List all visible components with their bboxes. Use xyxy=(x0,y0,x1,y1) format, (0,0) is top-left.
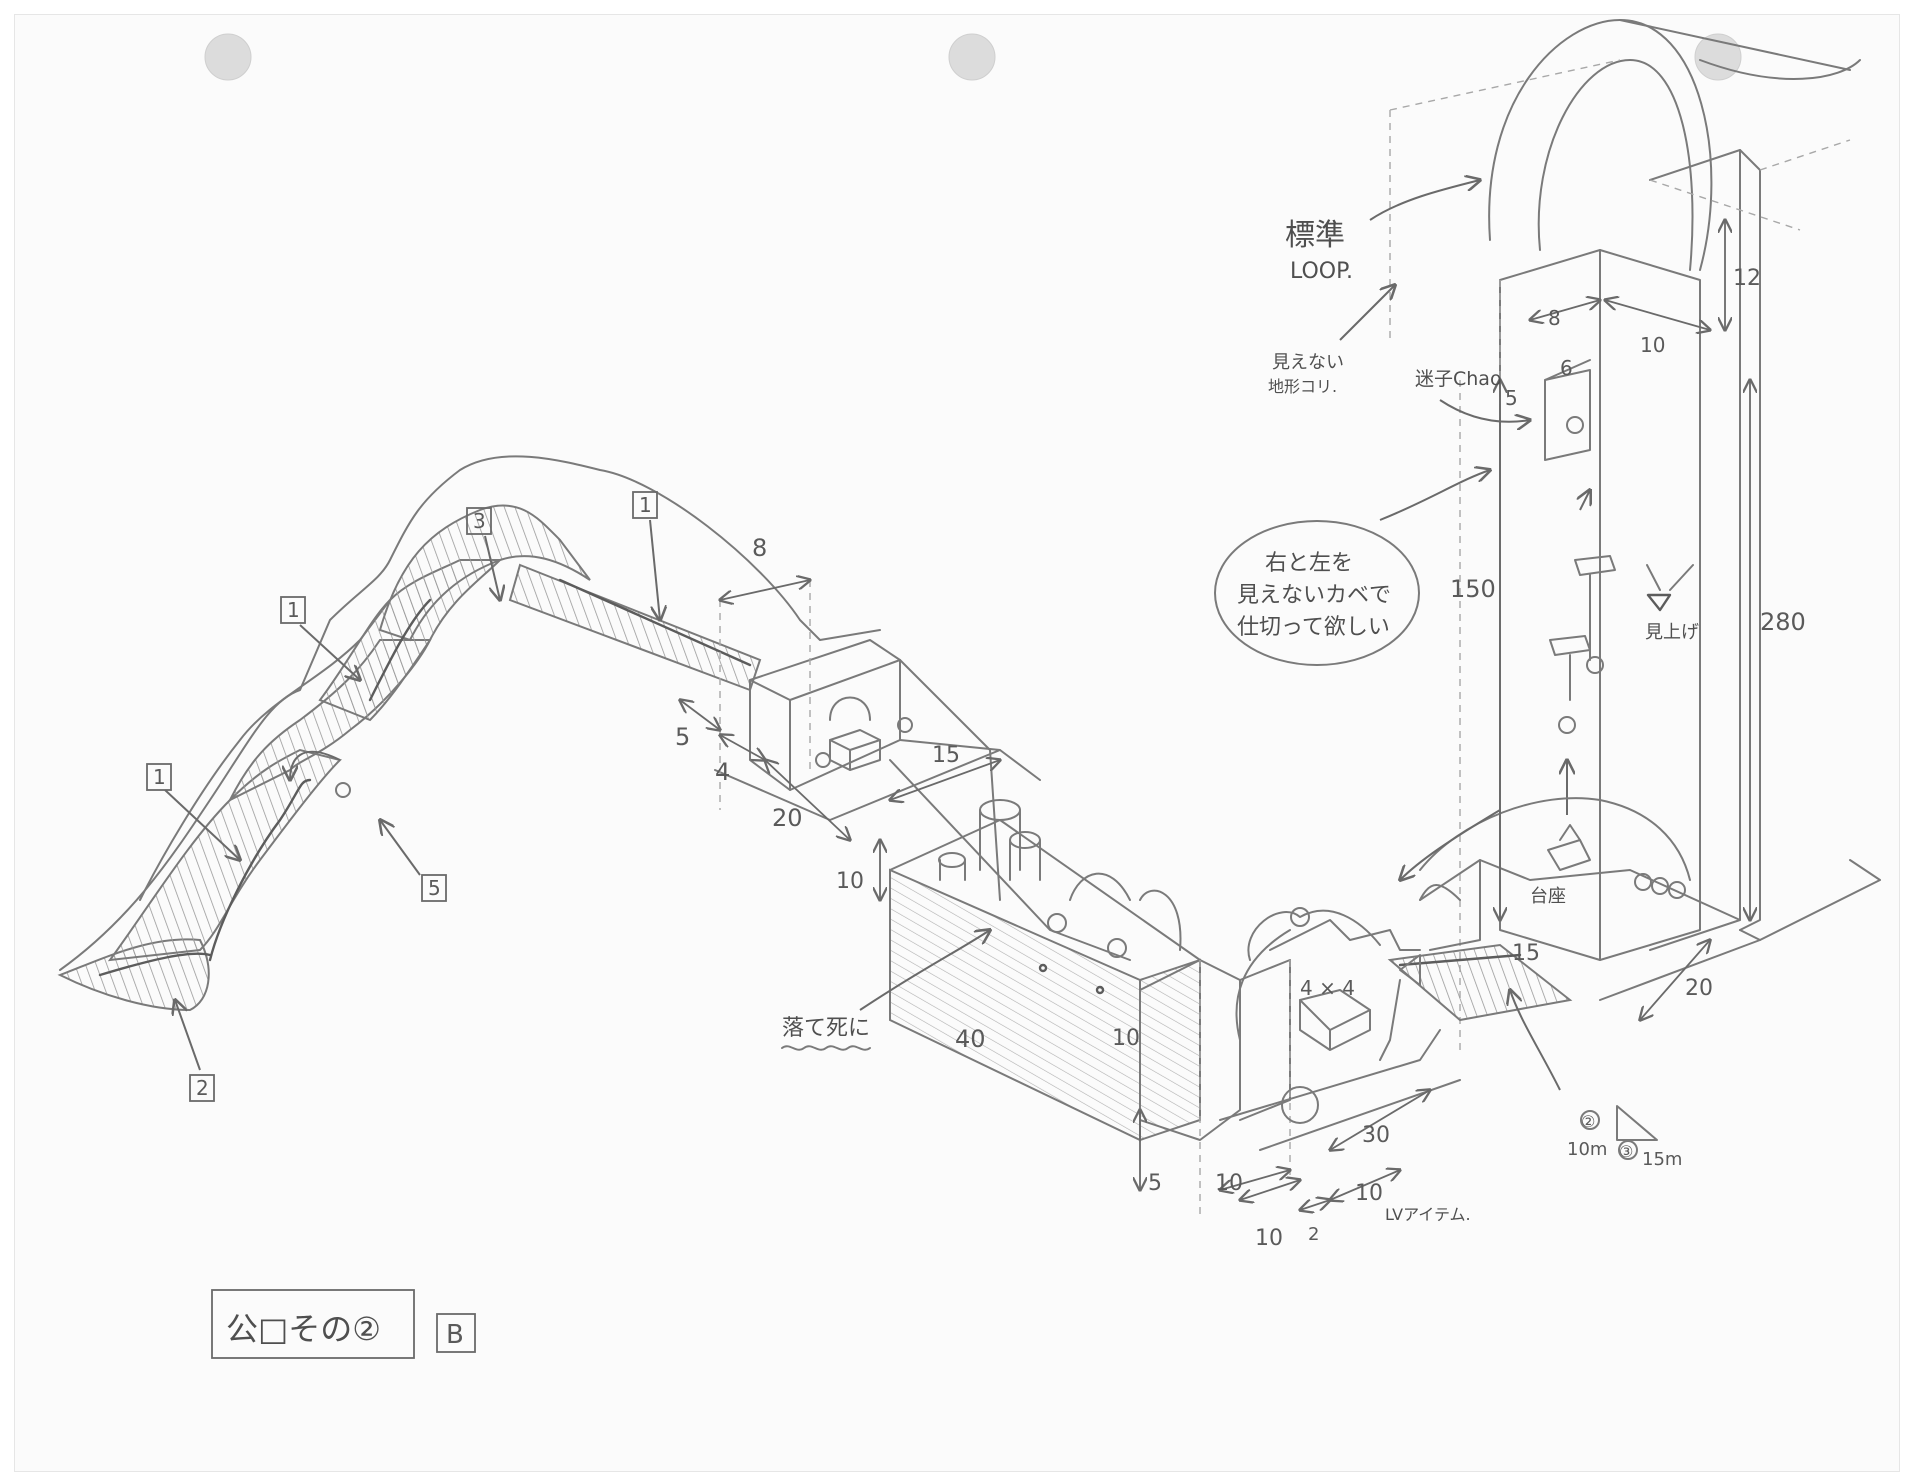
track-label-box-1b xyxy=(280,596,306,624)
invisible-collision-line1: 見えない xyxy=(1272,352,1344,373)
bubble-line-1: 右と左を xyxy=(1265,551,1353,576)
label-track-1a: 1 xyxy=(639,493,652,517)
label-track-1b: 1 xyxy=(287,598,300,622)
dim-10e: 10 xyxy=(1355,1181,1383,1206)
slope-2-num: ② xyxy=(1581,1112,1595,1131)
level-item-label: LVアイテム. xyxy=(1385,1205,1471,1224)
middle-pit-block xyxy=(889,659,1461,1220)
speech-bubble xyxy=(1214,520,1420,666)
punch-hole-right xyxy=(1694,33,1742,81)
loop-label-standard: 標準 xyxy=(1285,218,1345,253)
slope-triangle-icon xyxy=(1616,1105,1658,1141)
dim-280: 280 xyxy=(1760,608,1806,636)
dim-12: 12 xyxy=(1733,266,1761,291)
dim-10a: 10 xyxy=(836,869,864,894)
dim-5c: 5 xyxy=(1505,386,1518,410)
dim-8: 8 xyxy=(752,534,767,562)
dimension-lines xyxy=(680,220,1750,1210)
dim-6: 6 xyxy=(1560,356,1573,380)
slope-3-length: 15m xyxy=(1642,1149,1682,1170)
footer-title-box xyxy=(211,1289,415,1359)
lost-chao-label: 迷子Chao xyxy=(1415,368,1502,390)
footer-tag: B xyxy=(446,1320,464,1350)
dim-4x4: 4 × 4 xyxy=(1300,976,1355,1000)
dim-20b: 20 xyxy=(1685,976,1713,1001)
dim-10f: 10 xyxy=(1640,333,1665,357)
footer-tag-box xyxy=(436,1313,476,1353)
track-label-box-1c xyxy=(146,763,172,791)
dim-10b: 10 xyxy=(1112,1026,1140,1051)
track-label-box-2 xyxy=(189,1074,215,1102)
right-vertical-shaft xyxy=(1247,19,1881,1061)
punch-hole-left xyxy=(204,33,252,81)
pedestal-label: 台座 xyxy=(1530,886,1566,907)
bubble-pointer xyxy=(1379,470,1490,521)
loop-label-loop: LOOP. xyxy=(1290,259,1353,284)
track-label-box-3 xyxy=(466,507,492,535)
punch-hole-center xyxy=(948,33,996,81)
track-label-box-5 xyxy=(421,874,447,902)
dim-30: 30 xyxy=(1362,1123,1390,1148)
slope-3-num: ③ xyxy=(1619,1142,1633,1161)
track-label-box-1a xyxy=(632,491,658,519)
dim-2: 2 xyxy=(1308,1224,1319,1245)
look-up-label: 見上げ xyxy=(1645,622,1699,643)
left-curved-track xyxy=(57,455,1041,1102)
dim-5: 5 xyxy=(675,723,690,751)
dim-40: 40 xyxy=(955,1025,986,1053)
dim-8b: 8 xyxy=(1548,306,1561,330)
label-track-3: 3 xyxy=(473,509,486,533)
footer-title: 公□その② xyxy=(226,1310,381,1348)
label-track-1c: 1 xyxy=(153,765,166,789)
bubble-line-3: 仕切って欲しい xyxy=(1237,615,1390,640)
dim-15a: 15 xyxy=(932,743,960,768)
dim-10d: 10 xyxy=(1255,1226,1283,1251)
invisible-collision-line2: 地形コリ. xyxy=(1268,377,1337,396)
slope-2-length: 10m xyxy=(1567,1139,1607,1160)
dim-5b: 5 xyxy=(1148,1171,1162,1196)
fall-death-label: 落て死に xyxy=(782,1016,870,1041)
dim-10c: 10 xyxy=(1215,1171,1243,1196)
label-track-2: 2 xyxy=(196,1076,209,1100)
label-track-5: 5 xyxy=(428,876,441,900)
dim-4: 4 xyxy=(715,758,730,786)
dim-20a: 20 xyxy=(772,804,803,832)
dim-150: 150 xyxy=(1450,575,1496,603)
bubble-line-2: 見えないカベで xyxy=(1237,583,1391,608)
dim-15b: 15 xyxy=(1512,941,1540,966)
